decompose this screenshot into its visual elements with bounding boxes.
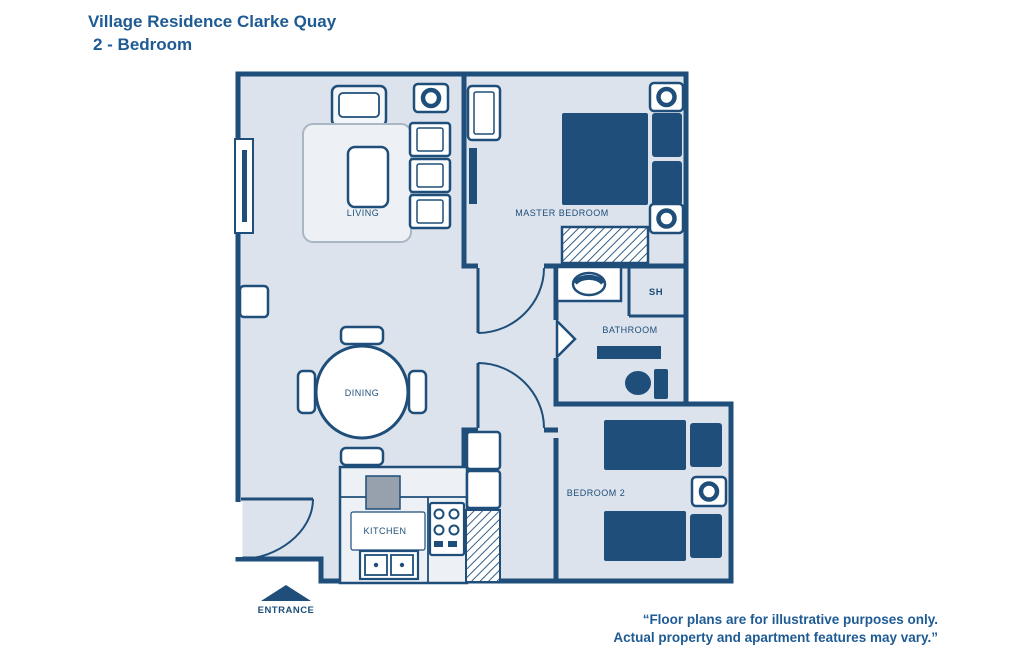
dining-chair bbox=[407, 369, 428, 415]
utility-area bbox=[465, 430, 502, 583]
cabinet bbox=[465, 469, 502, 510]
washing-machine-icon bbox=[412, 82, 450, 114]
fridge bbox=[465, 430, 502, 471]
living-room: LIVING bbox=[234, 82, 452, 319]
entrance-arrow-icon bbox=[261, 585, 311, 601]
wardrobe bbox=[560, 225, 650, 265]
disclaimer-line-2: Actual property and apartment features m… bbox=[613, 630, 938, 645]
label-bedroom-2: BEDROOM 2 bbox=[567, 488, 626, 498]
entrance-door bbox=[240, 497, 314, 560]
master-bedroom-door bbox=[476, 267, 545, 334]
mirror bbox=[469, 148, 477, 204]
stove bbox=[428, 501, 466, 557]
bathtub-vanity bbox=[597, 346, 661, 359]
side-cabinet bbox=[238, 284, 270, 319]
bedside-stool-icon bbox=[648, 202, 685, 235]
entrance-opening bbox=[233, 502, 243, 557]
bedroom-2: BEDROOM 2 bbox=[567, 420, 728, 561]
dining-area: DINING bbox=[296, 325, 428, 467]
label-dining: DINING bbox=[345, 388, 380, 398]
dining-table bbox=[314, 344, 410, 440]
sofa bbox=[330, 84, 388, 128]
master-bedroom: MASTER BEDROOM bbox=[466, 81, 685, 265]
sink bbox=[358, 549, 420, 581]
disclaimer: “Floor plans are for illustrative purpos… bbox=[613, 611, 938, 647]
label-kitchen: KITCHEN bbox=[363, 526, 406, 536]
wardrobe-cabinet bbox=[466, 84, 502, 142]
bathroom: SH BATHROOM bbox=[555, 265, 668, 399]
bedside-stool-icon bbox=[690, 475, 728, 508]
label-entrance: ENTRANCE bbox=[258, 605, 315, 616]
master-bed bbox=[562, 113, 682, 205]
page-subtitle: 2 - Bedroom bbox=[93, 35, 193, 54]
single-bed bbox=[604, 420, 722, 470]
label-bathroom: BATHROOM bbox=[602, 325, 657, 335]
shower-partition bbox=[627, 266, 686, 318]
label-master-bedroom: MASTER BEDROOM bbox=[515, 208, 609, 218]
hallway-door bbox=[476, 362, 545, 429]
tv-console bbox=[408, 121, 452, 230]
single-bed bbox=[604, 511, 722, 561]
title-block: Village Residence Clarke Quay 2 - Bedroo… bbox=[88, 12, 336, 55]
dining-chair bbox=[339, 325, 385, 346]
page-title: Village Residence Clarke Quay bbox=[88, 12, 337, 31]
toilet bbox=[625, 369, 668, 399]
entrance: ENTRANCE bbox=[258, 585, 315, 616]
service-shaft bbox=[465, 509, 501, 583]
bedside-stool-icon bbox=[648, 81, 685, 113]
dining-chair bbox=[339, 446, 385, 467]
kitchen: KITCHEN bbox=[338, 465, 469, 585]
label-shower: SH bbox=[649, 287, 663, 298]
disclaimer-line-1: “Floor plans are for illustrative purpos… bbox=[642, 612, 938, 627]
kitchen-hob bbox=[365, 475, 401, 510]
coffee-table bbox=[346, 145, 390, 209]
label-living: LIVING bbox=[347, 208, 380, 218]
bathroom-door bbox=[555, 317, 577, 361]
washbasin bbox=[555, 265, 623, 303]
dining-chair bbox=[296, 369, 317, 415]
window-bar bbox=[242, 150, 247, 222]
